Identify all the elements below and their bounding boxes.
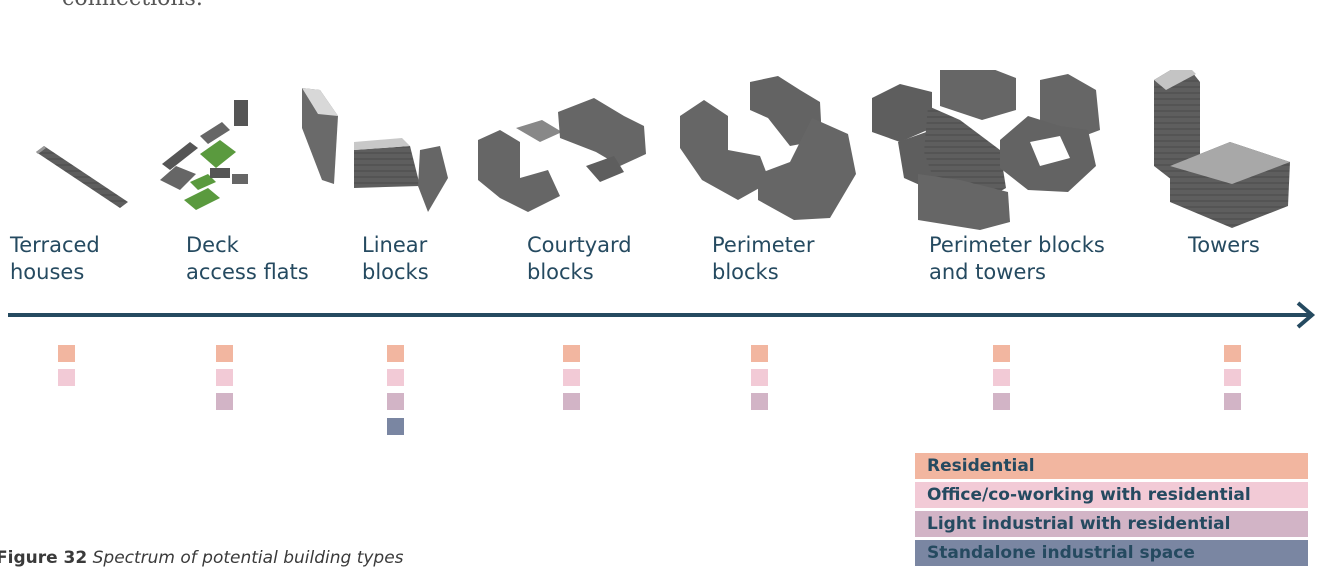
use-square-office <box>563 369 580 386</box>
use-square-standalone <box>387 418 404 435</box>
use-square-light <box>993 393 1010 410</box>
building-type-label: Courtyard blocks <box>527 232 632 286</box>
use-square-office <box>216 369 233 386</box>
building-type-line2: blocks <box>712 260 779 284</box>
deck-access-illustration <box>160 100 248 210</box>
building-type-line1: Perimeter blocks <box>929 233 1105 257</box>
spectrum-arrow <box>8 301 1316 329</box>
use-square-light <box>563 393 580 410</box>
building-type-label: Perimeter blocks <box>712 232 814 286</box>
perimeter-blocks-illustration <box>680 76 856 220</box>
legend-item-standalone: Standalone industrial space <box>915 540 1308 566</box>
legend-item-residential: Residential <box>915 453 1308 479</box>
building-type-label: Towers <box>1188 232 1260 259</box>
legend-item-office: Office/co-working with residential <box>915 482 1308 508</box>
building-type-label: Linear blocks <box>362 232 429 286</box>
use-square-light <box>387 393 404 410</box>
towers-illustration <box>1154 70 1290 228</box>
terraced-houses-illustration <box>36 146 128 208</box>
use-square-office <box>58 369 75 386</box>
building-type-line2: houses <box>10 260 85 284</box>
caption-text: Spectrum of potential building types <box>92 548 404 568</box>
use-square-residential <box>563 345 580 362</box>
building-type-line1: Courtyard <box>527 233 632 257</box>
use-square-light <box>216 393 233 410</box>
use-square-light <box>751 393 768 410</box>
intro-text: connections. <box>62 0 203 11</box>
building-type-line1: Perimeter <box>712 233 815 257</box>
use-square-residential <box>751 345 768 362</box>
figure-caption: Figure 32 Spectrum of potential building… <box>0 548 404 568</box>
legend-item-light: Light industrial with residential <box>915 511 1308 537</box>
building-type-line2: access flats <box>186 260 309 284</box>
use-square-residential <box>387 345 404 362</box>
use-square-residential <box>216 345 233 362</box>
perimeter-towers-illustration <box>872 70 1100 230</box>
building-type-line2: blocks <box>362 260 429 284</box>
building-type-line1: Terraced <box>10 233 100 257</box>
building-illustrations <box>36 70 1290 230</box>
building-type-line1: Towers <box>1188 233 1260 257</box>
use-square-office <box>751 369 768 386</box>
building-type-line2: blocks <box>527 260 594 284</box>
use-square-office <box>993 369 1010 386</box>
use-square-office <box>1224 369 1241 386</box>
courtyard-blocks-illustration <box>478 98 646 212</box>
building-type-line1: Linear <box>362 233 428 257</box>
building-type-label: Perimeter blocks and towers <box>929 232 1105 286</box>
use-square-residential <box>993 345 1010 362</box>
use-square-light <box>1224 393 1241 410</box>
caption-label: Figure 32 <box>0 548 88 568</box>
building-type-line1: Deck <box>186 233 239 257</box>
use-square-residential <box>58 345 75 362</box>
linear-blocks-illustration <box>302 88 448 212</box>
building-type-label: Deck access flats <box>186 232 309 286</box>
building-type-line2: and towers <box>929 260 1046 284</box>
building-type-label: Terraced houses <box>10 232 100 286</box>
use-square-residential <box>1224 345 1241 362</box>
use-square-office <box>387 369 404 386</box>
